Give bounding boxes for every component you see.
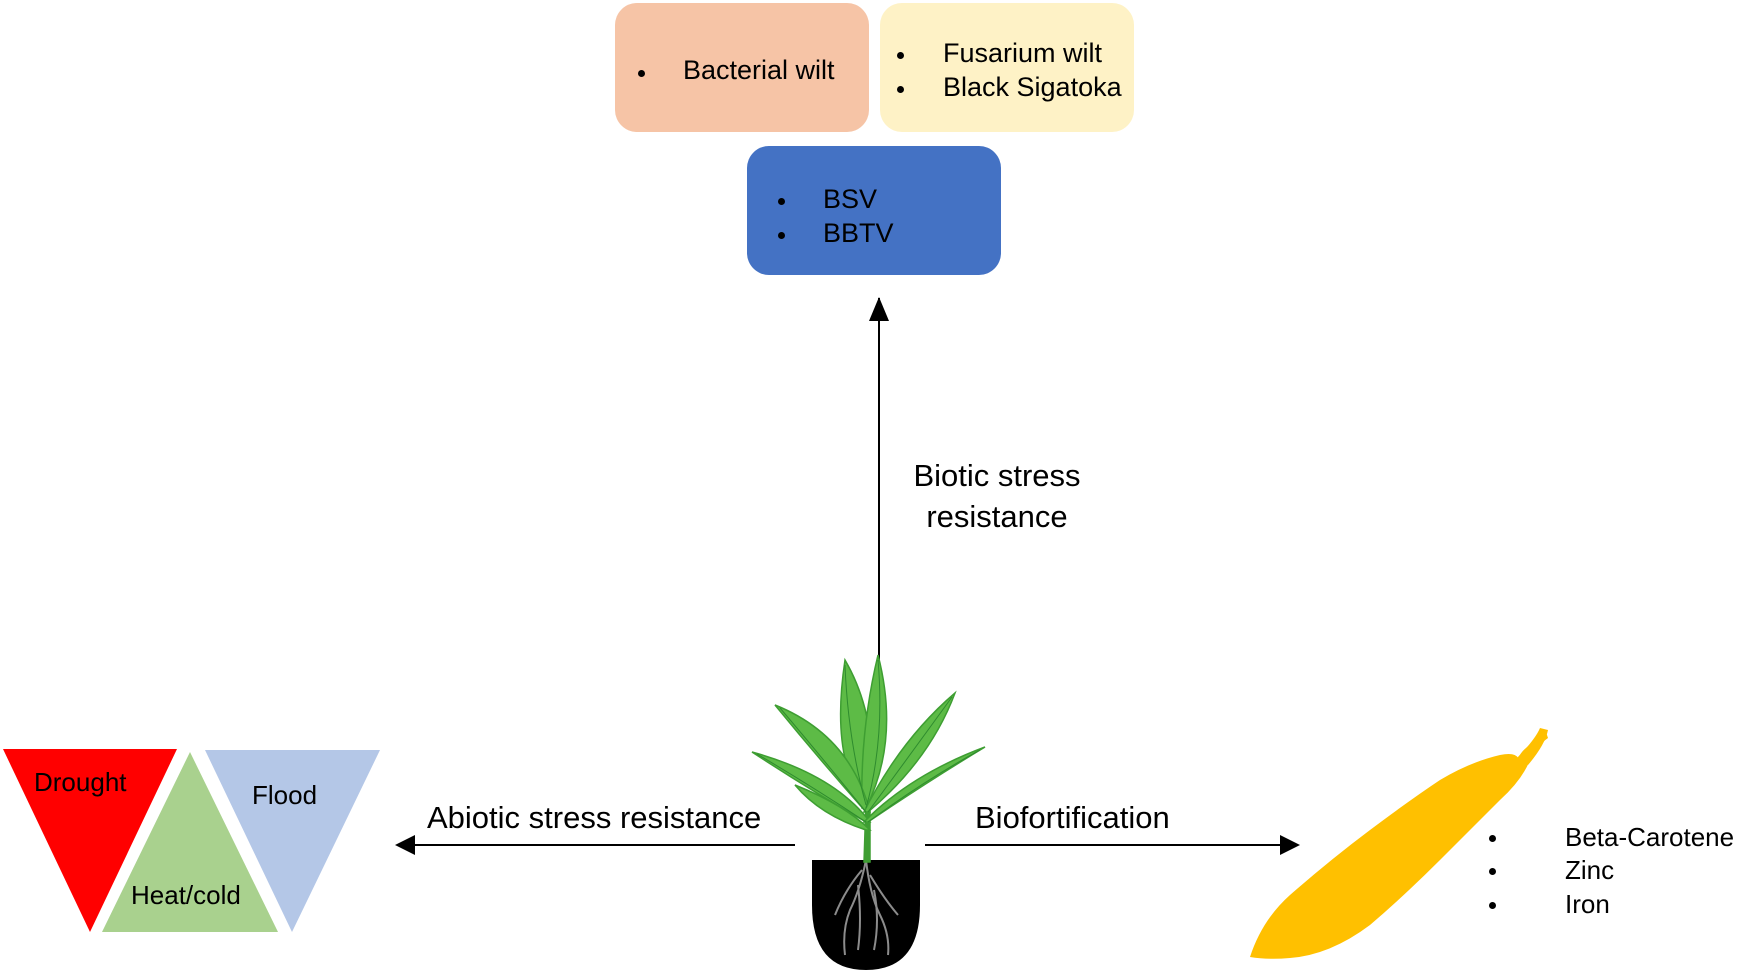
- abiotic-arrowhead: [395, 835, 415, 855]
- bullet: [778, 232, 785, 239]
- biotic-label-line1: Biotic stress: [913, 458, 1081, 493]
- fungal-disease-box: Fusarium wilt Black Sigatoka: [880, 3, 1134, 132]
- bullet: [1489, 868, 1496, 875]
- bullet: [1489, 835, 1496, 842]
- viral-item: BSV: [823, 184, 878, 214]
- fungal-item: Fusarium wilt: [943, 38, 1103, 68]
- fungal-item: Black Sigatoka: [943, 72, 1122, 102]
- viral-disease-box: BSV BBTV: [747, 146, 1001, 275]
- pot-icon: [812, 860, 920, 970]
- bullet: [897, 52, 904, 59]
- bullet: [897, 86, 904, 93]
- heatcold-label: Heat/cold: [131, 880, 241, 910]
- banana-tip: [1515, 728, 1548, 765]
- biofortification-item: Zinc: [1565, 855, 1615, 885]
- biofortification-item: Iron: [1565, 889, 1610, 919]
- flood-label: Flood: [252, 780, 318, 810]
- biofortification-item: Beta-Carotene: [1565, 822, 1735, 852]
- plant-veins: [756, 659, 981, 823]
- roots-icon: [834, 859, 899, 956]
- bullet: [778, 198, 785, 205]
- bacterial-disease-box: Bacterial wilt: [615, 3, 869, 132]
- abiotic-label: Abiotic stress resistance: [427, 800, 762, 835]
- bullet: [1489, 902, 1496, 909]
- biotic-arrowhead: [869, 297, 889, 321]
- bacterial-item: Bacterial wilt: [683, 55, 835, 85]
- banana-icon: [1250, 732, 1548, 959]
- heatcold-triangle: [102, 752, 278, 932]
- biofortification-label: Biofortification: [975, 800, 1170, 835]
- biotic-label-line2: resistance: [926, 499, 1068, 534]
- flood-triangle: [205, 750, 380, 932]
- bullet: [638, 70, 645, 77]
- drought-triangle: [3, 749, 177, 932]
- drought-label: Drought: [34, 767, 127, 797]
- plant-icon: [751, 654, 986, 863]
- biotic-label: Biotic stress resistance: [897, 455, 1097, 537]
- viral-item: BBTV: [823, 218, 894, 248]
- biofortification-arrowhead: [1280, 835, 1300, 855]
